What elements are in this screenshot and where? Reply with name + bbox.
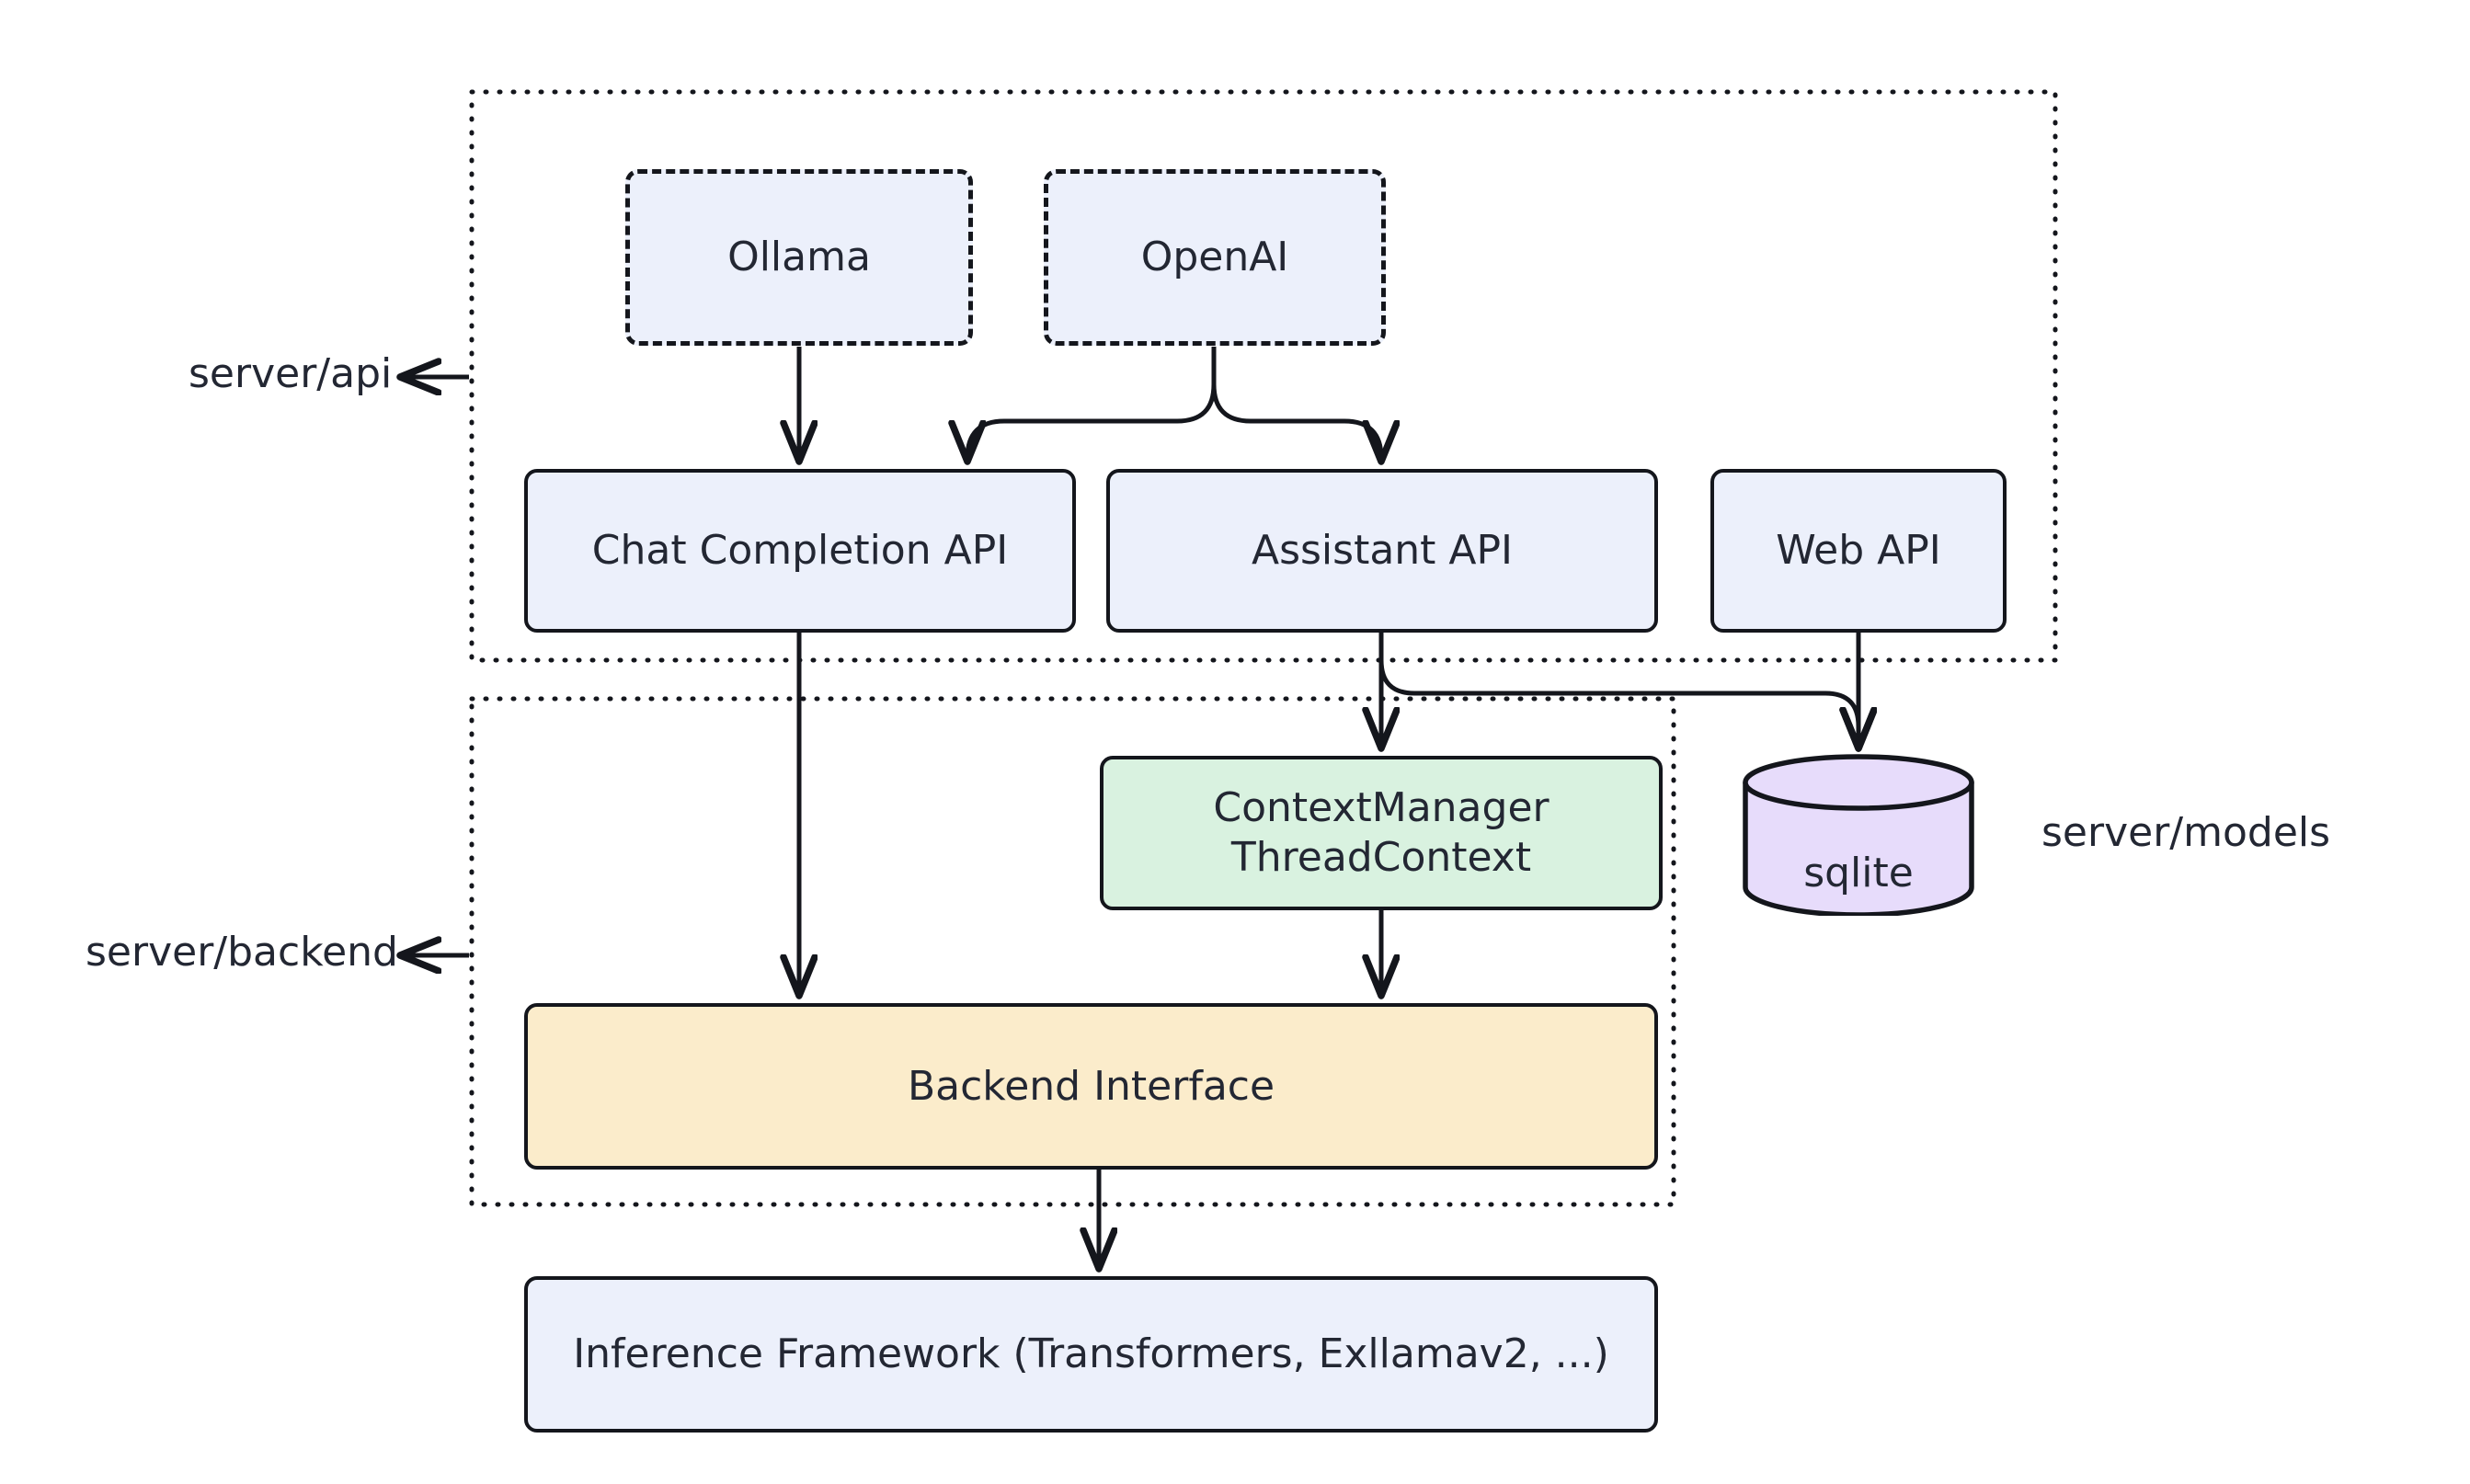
node-inference-framework[interactable]: Inference Framework (Transformers, Exlla… [524,1276,1658,1433]
cluster-label-server-api: server/api [189,350,392,397]
node-sqlite[interactable]: sqlite [1741,754,1976,918]
node-ollama[interactable]: Ollama [625,169,973,346]
node-assistant-api[interactable]: Assistant API [1106,469,1658,633]
node-context-manager[interactable]: ContextManager ThreadContext [1100,756,1663,910]
cylinder-icon [1743,754,1974,918]
cluster-label-server-backend: server/backend [86,929,398,976]
node-chat-completion-api[interactable]: Chat Completion API [524,469,1076,633]
edge-openai-to-assistant-api [1211,347,1381,460]
node-web-api-label: Web API [1776,527,1941,575]
node-backend-interface-label: Backend Interface [907,1062,1275,1110]
node-assistant-api-label: Assistant API [1251,527,1514,575]
cluster-label-server-models-text: server/models [2041,809,2331,856]
node-openai[interactable]: OpenAI [1044,169,1386,346]
node-inference-framework-label: Inference Framework (Transformers, Exlla… [573,1330,1609,1378]
cluster-label-server-models: server/models [2041,809,2330,856]
edge-assistant-api-to-sqlite [1378,633,1858,747]
node-ollama-label: Ollama [727,234,871,281]
node-openai-label: OpenAI [1140,234,1289,281]
cluster-label-server-backend-text: server/backend [86,929,398,976]
cluster-label-server-api-text: server/api [189,350,393,397]
node-context-manager-label: ContextManager ThreadContext [1213,784,1549,881]
node-chat-completion-api-label: Chat Completion API [591,527,1009,575]
node-sqlite-label: sqlite [1803,850,1914,896]
node-backend-interface[interactable]: Backend Interface [524,1003,1658,1170]
edge-openai-to-chat-completion-api [967,347,1217,460]
node-web-api[interactable]: Web API [1710,469,2007,633]
